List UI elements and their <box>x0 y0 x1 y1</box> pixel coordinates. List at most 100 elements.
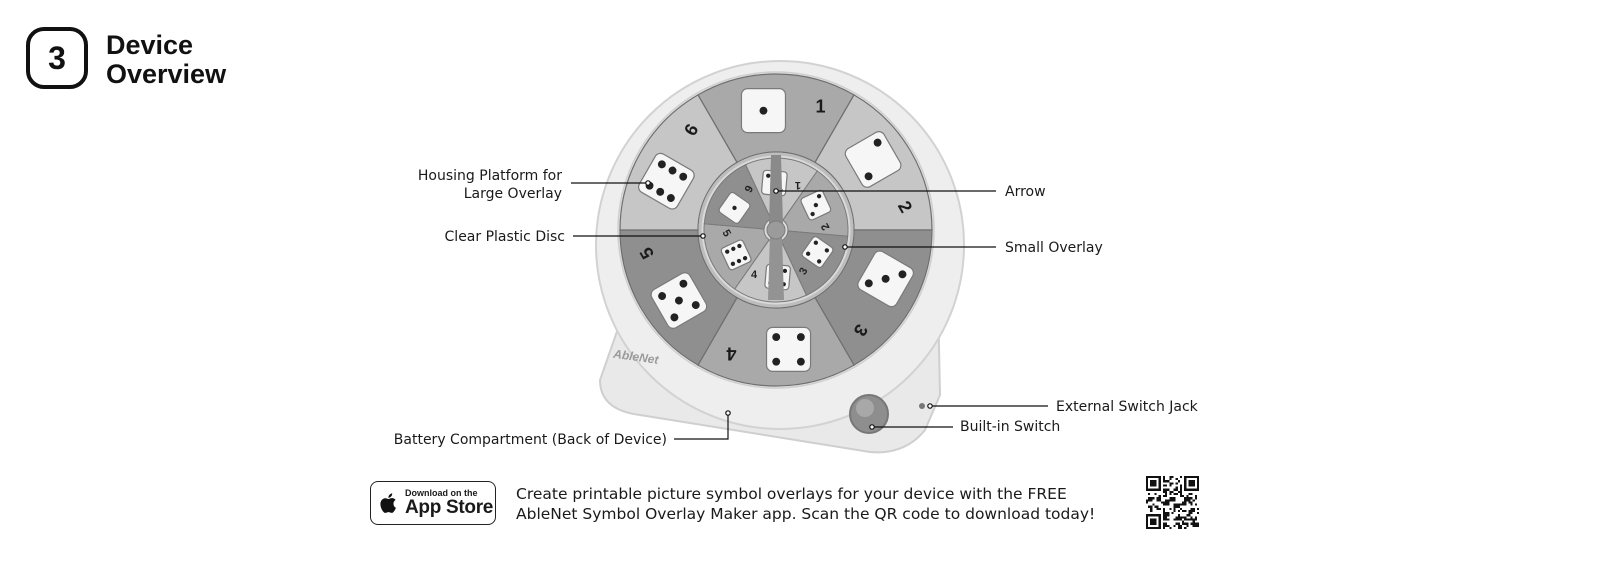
qr-module <box>1177 524 1180 527</box>
app-store-badge[interactable]: Download on the App Store <box>370 481 496 525</box>
qr-module <box>1196 484 1199 487</box>
qr-module <box>1152 518 1155 521</box>
qr-module <box>1146 501 1149 504</box>
qr-module <box>1182 503 1185 506</box>
qr-module <box>1146 484 1149 487</box>
qr-module <box>1194 488 1197 491</box>
qr-module <box>1148 476 1151 479</box>
qr-module <box>1196 488 1199 491</box>
qr-module <box>1152 476 1155 479</box>
qr-module <box>1196 476 1199 479</box>
qr-module <box>1162 501 1166 504</box>
qr-module <box>1150 514 1153 517</box>
qr-module <box>1152 482 1155 485</box>
qr-module <box>1190 482 1193 485</box>
qr-module <box>1192 509 1195 513</box>
qr-module <box>1179 488 1183 491</box>
qr-module <box>1179 503 1183 506</box>
qr-module <box>1167 524 1170 527</box>
qr-module <box>1194 524 1197 527</box>
qr-module <box>1165 503 1168 506</box>
qr-module <box>1173 507 1176 510</box>
qr-module <box>1154 482 1157 485</box>
qr-module <box>1152 520 1155 523</box>
qr-module <box>1177 480 1180 483</box>
qr-module <box>1150 526 1153 529</box>
qr-module <box>1154 484 1157 487</box>
qr-module <box>1162 509 1166 513</box>
app-store-text: Download on the App Store <box>405 488 493 518</box>
qr-module <box>1188 484 1191 487</box>
qr-module <box>1167 488 1170 491</box>
qr-module <box>1184 516 1187 519</box>
qr-module <box>1184 503 1187 506</box>
qr-code-icon[interactable] <box>1146 476 1199 529</box>
qr-module <box>1165 514 1168 517</box>
die-pip <box>824 248 830 253</box>
qr-module <box>1173 499 1176 502</box>
qr-module <box>1162 507 1166 510</box>
qr-module <box>1169 476 1172 479</box>
qr-module <box>1162 495 1166 498</box>
qr-module <box>1150 518 1153 521</box>
qr-module <box>1152 514 1155 517</box>
qr-module <box>1196 522 1199 525</box>
qr-module <box>1158 480 1161 483</box>
qr-module <box>1150 476 1153 479</box>
qr-module <box>1158 488 1161 491</box>
die-pip <box>864 279 873 288</box>
callout-built-in-switch: Built-in Switch <box>960 419 1061 435</box>
qr-module <box>1152 484 1155 487</box>
qr-module <box>1169 497 1172 500</box>
arrow-tail <box>768 235 784 300</box>
qr-module <box>1173 518 1176 521</box>
qr-module <box>1158 476 1161 479</box>
qr-module <box>1194 503 1197 506</box>
qr-module <box>1146 478 1149 481</box>
qr-module <box>1160 501 1163 504</box>
qr-module <box>1196 512 1199 515</box>
qr-module <box>1167 514 1170 517</box>
qr-module <box>1194 516 1197 519</box>
qr-module <box>1152 480 1155 483</box>
qr-module <box>1177 503 1180 506</box>
qr-module <box>1150 522 1153 525</box>
qr-module <box>1177 516 1180 519</box>
qr-module <box>1184 522 1187 525</box>
qr-module <box>1188 501 1191 504</box>
qr-module <box>1192 524 1195 527</box>
qr-module <box>1175 482 1178 485</box>
qr-module <box>1196 486 1199 489</box>
qr-module <box>1167 480 1170 483</box>
qr-module <box>1171 497 1174 500</box>
qr-module <box>1165 501 1168 504</box>
qr-module <box>1190 516 1193 519</box>
external-switch-jack[interactable] <box>919 403 925 409</box>
qr-module <box>1158 484 1161 487</box>
app-store-small-label: Download on the <box>405 488 478 498</box>
small-overlay-number: 4 <box>751 269 758 281</box>
qr-module <box>1192 518 1195 521</box>
die-pip <box>742 255 748 261</box>
qr-module <box>1188 518 1191 521</box>
qr-module <box>1196 482 1199 485</box>
qr-module <box>1190 484 1193 487</box>
die-pip <box>691 301 700 310</box>
qr-module <box>1177 526 1180 529</box>
qr-module <box>1184 476 1187 479</box>
app-store-big-label: App Store <box>405 497 494 518</box>
callout-housing-line2: Large Overlay <box>463 186 562 202</box>
qr-module <box>1154 476 1157 479</box>
qr-module <box>1169 490 1172 493</box>
qr-module <box>1173 524 1176 527</box>
qr-module <box>1162 526 1166 529</box>
qr-module <box>1156 488 1159 491</box>
qr-module <box>1186 499 1189 502</box>
qr-module <box>1169 492 1172 496</box>
qr-module <box>1179 495 1183 498</box>
qr-module <box>1188 514 1191 517</box>
die-pip <box>736 258 742 264</box>
qr-module <box>1158 495 1161 498</box>
qr-module <box>1173 497 1176 500</box>
